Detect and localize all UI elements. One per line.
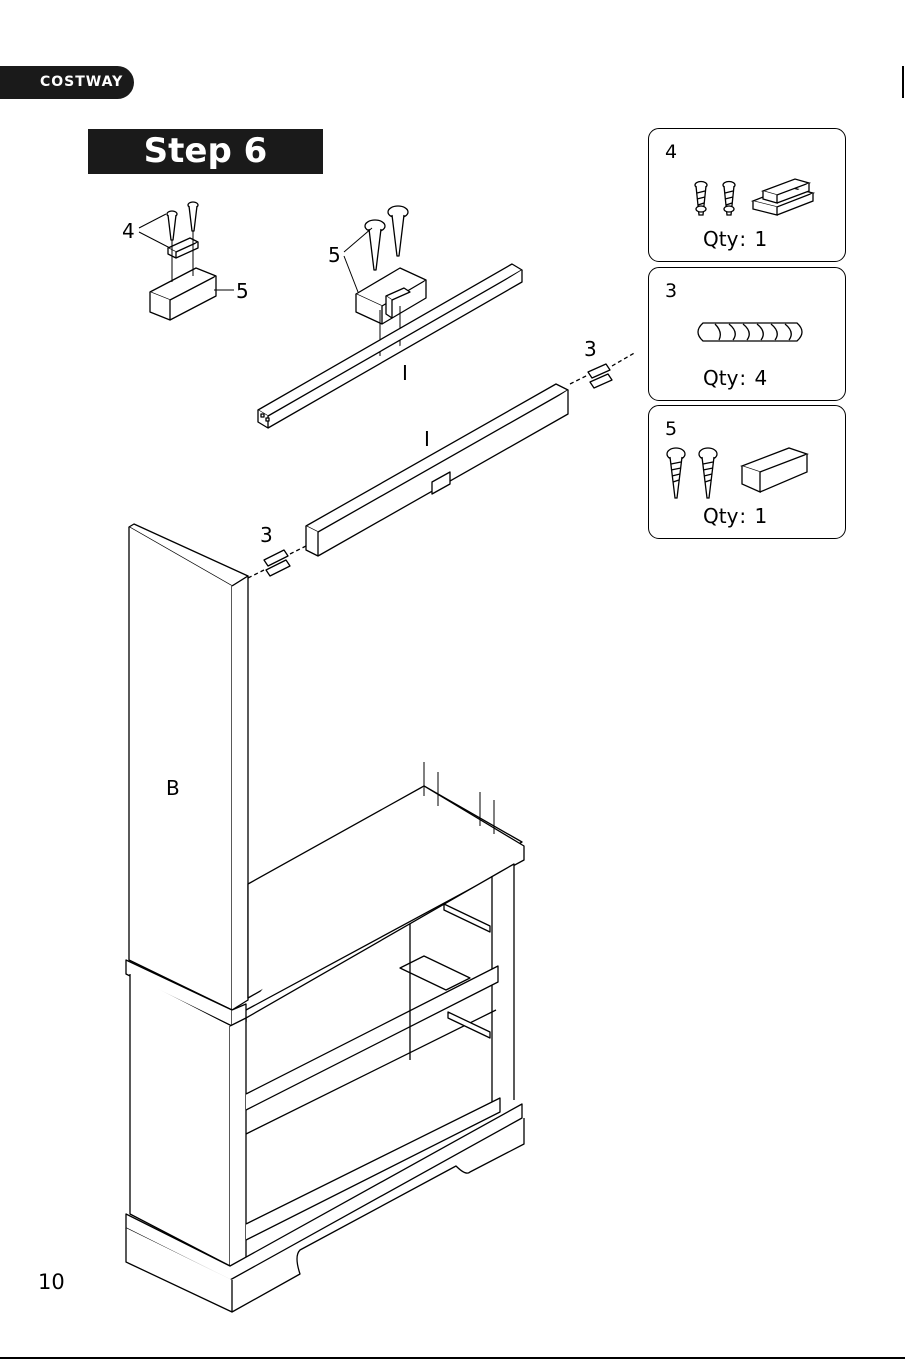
callout-rail-upper: I xyxy=(402,361,408,385)
dowels-left xyxy=(248,546,306,578)
callout-5-rail: 5 xyxy=(328,243,341,267)
callout-rail-lower: I xyxy=(424,427,430,451)
callout-3-left: 3 xyxy=(260,523,273,547)
callout-4: 4 xyxy=(122,219,135,243)
callout-5-small: 5 xyxy=(236,279,249,303)
page-number: 10 xyxy=(38,1270,65,1294)
catch-block-detail xyxy=(150,202,216,320)
dowels-right xyxy=(570,352,636,388)
rail-lower xyxy=(306,384,568,556)
side-panel-b xyxy=(129,524,248,1010)
callout-3-right: 3 xyxy=(584,337,597,361)
bottom-rule xyxy=(0,1357,905,1359)
callout-side-panel: B xyxy=(166,776,180,800)
